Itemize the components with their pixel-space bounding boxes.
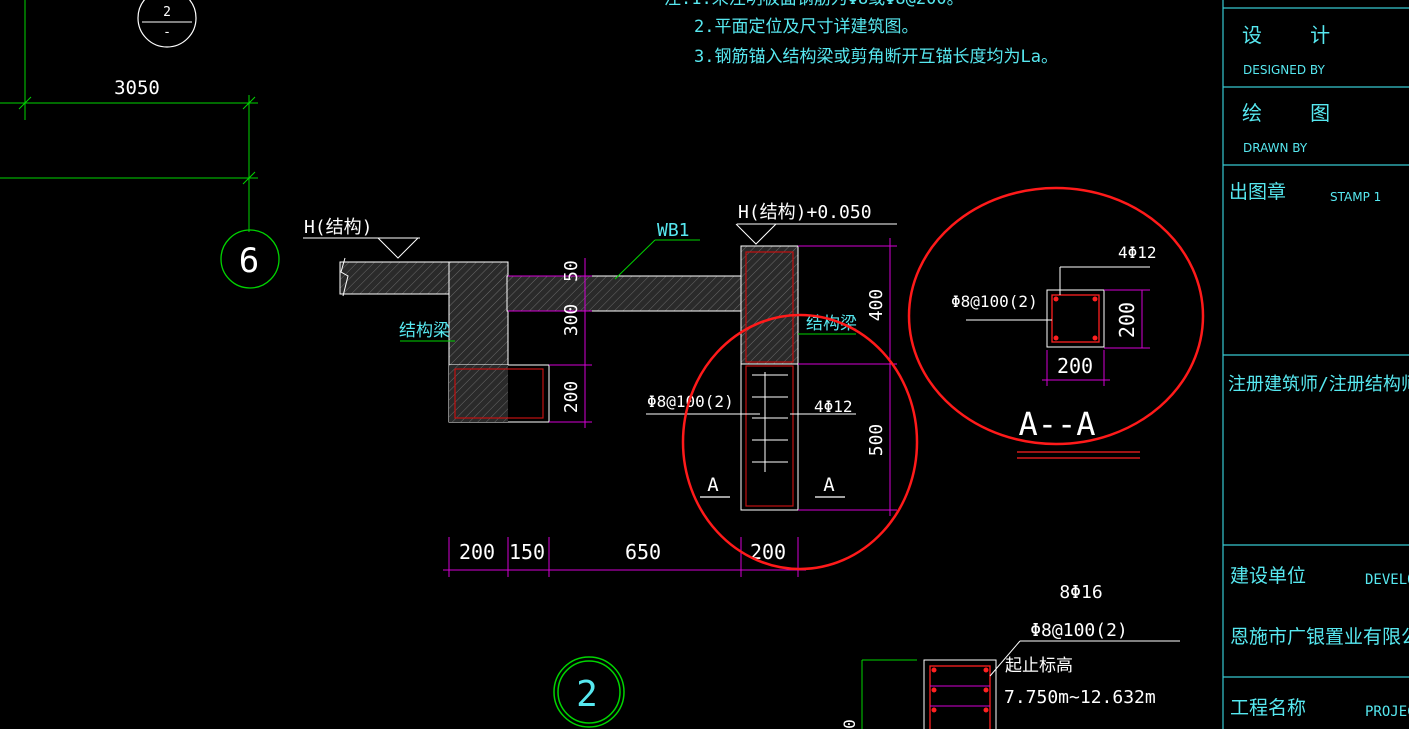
elev-right-label: H(结构)+0.050 xyxy=(738,202,872,223)
tb-drawn-cn: 绘 图 xyxy=(1242,101,1330,125)
beam-leaders xyxy=(400,333,856,342)
axis-6-label: 6 xyxy=(239,241,259,281)
column-stirrup: Φ8@100(2) xyxy=(1030,620,1128,641)
tb-drawn-en: DRAWN BY xyxy=(1243,141,1308,155)
section-mark-right: A xyxy=(823,474,835,496)
beam-left-label: 结构梁 xyxy=(399,321,450,341)
axis-top-number: 2 xyxy=(163,5,171,20)
tb-developer-en: DEVELO xyxy=(1365,572,1409,588)
column-left-dim: 0 xyxy=(840,719,859,729)
right-beam-lower xyxy=(740,363,799,511)
tb-project-en: PROJEC xyxy=(1365,704,1409,720)
detail-aa-dim-bottom: 200 xyxy=(1057,354,1093,378)
column-elev-label: 起止标高 xyxy=(1005,656,1073,676)
dims-left-vertical xyxy=(508,258,592,428)
column-rebar: 8Φ16 xyxy=(1059,582,1102,603)
column-detail xyxy=(861,640,1180,729)
beam-section xyxy=(339,245,799,511)
axis-top-sub: - xyxy=(163,25,171,40)
tb-stamp-cn: 出图章 xyxy=(1229,181,1286,203)
note-line-1: 注:1.未注明板面钢筋为Φ8或Φ8@200。 xyxy=(664,0,964,9)
dim-bottom-150: 150 xyxy=(509,540,545,564)
detail-aa-rebar: 4Φ12 xyxy=(1118,243,1157,262)
right-beam-upper xyxy=(740,245,799,365)
detail-aa xyxy=(966,266,1150,459)
axis-2-label: 2 xyxy=(576,674,598,715)
tb-project-cn: 工程名称 xyxy=(1230,697,1306,719)
dim-bottom-200-a: 200 xyxy=(459,540,495,564)
title-block xyxy=(1222,0,1409,729)
column-elev-value: 7.750m~12.632m xyxy=(1004,687,1156,708)
tb-stamp-en: STAMP 1 xyxy=(1330,190,1381,204)
dims-bottom xyxy=(443,537,806,577)
dims-right-vertical xyxy=(798,238,897,516)
general-notes: 注:1.未注明板面钢筋为Φ8或Φ8@200。 2.平面定位及尺寸详建筑图。 3.… xyxy=(664,0,1058,67)
tb-registered: 注册建筑师/注册结构师 xyxy=(1228,374,1409,395)
wb1-leader xyxy=(614,239,700,280)
grid-axis-top: 2 - xyxy=(137,0,197,48)
detail-aa-title: A--A xyxy=(1018,405,1095,443)
tb-developer-cn: 建设单位 xyxy=(1230,565,1306,587)
dimension-3050 xyxy=(0,0,258,232)
wb1-label: WB1 xyxy=(657,220,690,241)
elevation-marks xyxy=(303,223,897,259)
dim-400: 400 xyxy=(866,289,887,322)
highlight-circle-detail xyxy=(907,186,1205,446)
slab-wb1 xyxy=(506,275,743,312)
dim-bottom-650: 650 xyxy=(625,540,661,564)
dim-3050-label: 3050 xyxy=(114,77,160,99)
grid-axis-2: 2 xyxy=(553,656,625,728)
tb-design-en: DESIGNED BY xyxy=(1243,63,1325,77)
left-slab xyxy=(339,261,451,295)
dim-50: 50 xyxy=(561,260,582,282)
tb-design-cn: 设 计 xyxy=(1242,23,1330,47)
tb-company: 恩施市广银置业有限公司 xyxy=(1230,626,1409,648)
note-line-2: 2.平面定位及尺寸详建筑图。 xyxy=(694,17,918,37)
highlight-circle-beam xyxy=(681,313,919,571)
detail-aa-stirrup: Φ8@100(2) xyxy=(951,292,1038,311)
note-line-3: 3.钢筋锚入结构梁或剪角断开互锚长度均为La。 xyxy=(694,47,1058,67)
elev-left-label: H(结构) xyxy=(304,217,373,238)
dim-200-vertical: 200 xyxy=(561,381,582,414)
left-beam-rebar xyxy=(454,368,544,419)
rebar-label: 4Φ12 xyxy=(814,397,853,416)
grid-axis-6: 6 xyxy=(220,229,280,289)
dim-500: 500 xyxy=(866,424,887,457)
beam-right-label: 结构梁 xyxy=(806,314,857,334)
section-mark-left: A xyxy=(707,474,719,496)
detail-aa-dim-side: 200 xyxy=(1115,302,1139,338)
dim-300: 300 xyxy=(561,304,582,337)
